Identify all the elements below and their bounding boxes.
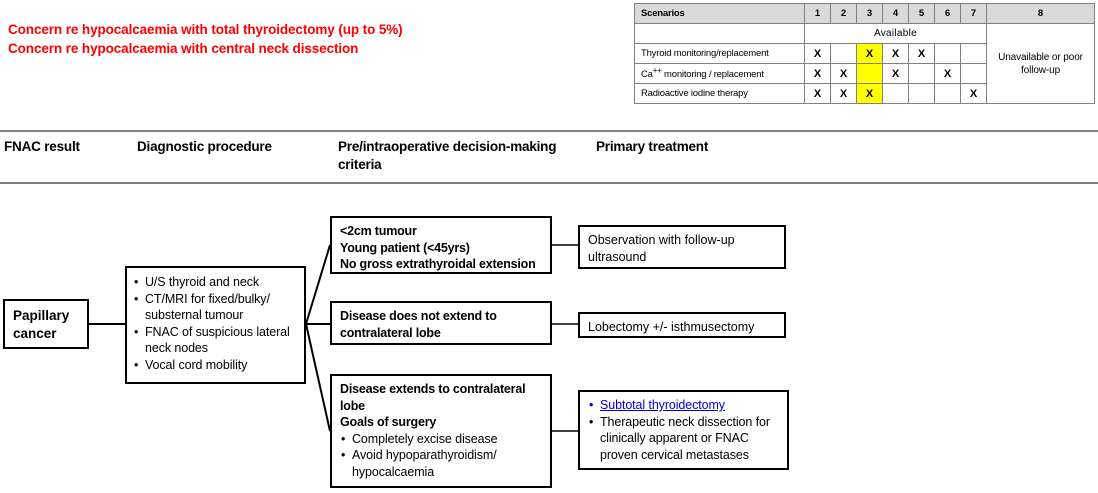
column-header-2: 2 — [830, 3, 857, 24]
criteria-3-line-1: Disease extends to contralateral lobe — [340, 382, 526, 413]
box-treatment-subtotal-thyroidectomy: Subtotal thyroidectomy Therapeutic neck … — [578, 390, 789, 470]
cell-r1c1: X — [804, 43, 831, 64]
cell-r3c5 — [908, 83, 935, 104]
column-header-6: 6 — [934, 3, 961, 24]
cell-r1c6 — [934, 43, 961, 64]
list-item: Therapeutic neck dissection for clinical… — [588, 414, 780, 464]
row-label-ca-text: Ca — [641, 69, 653, 81]
cell-r2c2: X — [830, 63, 857, 84]
box-papillary-cancer: Papillary cancer — [3, 299, 89, 349]
subtotal-thyroidectomy-link[interactable]: Subtotal thyroidectomy — [600, 398, 725, 412]
list-item-subtotal-thyroidectomy[interactable]: Subtotal thyroidectomy — [588, 397, 780, 414]
column-header-8: 8 — [986, 3, 1095, 24]
treatment-2-text: Lobectomy +/- isthmusectomy — [588, 320, 755, 334]
table-row: Thyroid monitoring/replacement X X X X — [634, 43, 1095, 64]
warning-line-2: Concern re hypocalcaemia with central ne… — [8, 41, 359, 56]
connector-diagnostic-to-criteria-1 — [305, 244, 331, 325]
cell-r2c4: X — [882, 63, 909, 84]
cell-r1c4: X — [882, 43, 909, 64]
criteria-3-goals-heading: Goals of surgery — [340, 415, 437, 429]
connector-diagnostic-to-criteria-3 — [305, 323, 331, 432]
table-row: Radioactive iodine therapy X X X X — [634, 83, 1095, 104]
warning-line-1: Concern re hypocalcaemia with total thyr… — [8, 22, 403, 37]
availability-blank-cell — [634, 23, 805, 44]
list-item: Avoid hypoparathyroidism/ hypocalcaemia — [340, 447, 543, 480]
criteria-1-line-1: <2cm tumour — [340, 224, 417, 238]
goals-of-surgery-list: Completely excise disease Avoid hypopara… — [340, 431, 543, 481]
box-criteria-contralateral-extension: Disease extends to contralateral lobe Go… — [330, 374, 552, 488]
cell-r2c5 — [908, 63, 935, 84]
column-heading-fnac-result: FNAC result — [4, 139, 80, 154]
cell-r1c3: X — [856, 43, 883, 64]
column-header-4: 4 — [882, 3, 909, 24]
criteria-1-line-3: No gross extrathyroidal extension — [340, 257, 536, 271]
column-header-5: 5 — [908, 3, 935, 24]
list-item: CT/MRI for fixed/bulky/ substernal tumou… — [133, 291, 300, 324]
hypocalcaemia-warning-notes: Concern re hypocalcaemia with total thyr… — [8, 20, 403, 58]
scenarios-corner-label: Scenarios — [634, 3, 805, 24]
cell-r1c2 — [830, 43, 857, 64]
row-label-ca-tail: monitoring / replacement — [661, 69, 764, 81]
box-treatment-observation: Observation with follow-up ultrasound — [578, 225, 786, 269]
cell-r3c3: X — [856, 83, 883, 104]
box-treatment-lobectomy: Lobectomy +/- isthmusectomy — [578, 312, 786, 338]
criteria-1-line-2: Young patient (<45yrs) — [340, 240, 470, 255]
cell-r3c4 — [882, 83, 909, 104]
cell-r3c2: X — [830, 83, 857, 104]
row-label-ca-monitoring: Ca++ monitoring / replacement — [634, 63, 805, 84]
cell-r1c7 — [960, 43, 987, 64]
cell-r2c1: X — [804, 63, 831, 84]
column-heading-diagnostic-procedure: Diagnostic procedure — [137, 139, 272, 154]
diagnostic-procedure-list: U/S thyroid and neck CT/MRI for fixed/bu… — [133, 274, 300, 373]
list-item: Completely excise disease — [340, 431, 543, 448]
criteria-2-line-1: Disease does not extend to contralateral… — [340, 309, 497, 340]
column-header-7: 7 — [960, 3, 987, 24]
column-header-3: 3 — [856, 3, 883, 24]
column-heading-primary-treatment: Primary treatment — [596, 139, 709, 154]
papillary-line-1: Papillary — [13, 308, 70, 323]
availability-row: Available Unavailable or poor follow-up — [634, 23, 1095, 104]
table-header-row: Scenarios 1 2 3 4 5 6 7 8 — [634, 3, 1095, 24]
scenarios-table: Scenarios 1 2 3 4 5 6 7 8 Available Unav… — [634, 3, 1095, 104]
list-item: Vocal cord mobility — [133, 357, 300, 374]
list-item: U/S thyroid and neck — [133, 274, 300, 291]
column-heading-decision-criteria: Pre/intraoperative decision-making crite… — [338, 139, 557, 172]
unavailable-label: Unavailable or poor follow-up — [986, 23, 1095, 104]
header-divider-bottom — [0, 182, 1098, 184]
column-header-1: 1 — [804, 3, 831, 24]
cell-r3c7: X — [960, 83, 987, 104]
box-criteria-no-contralateral-extension: Disease does not extend to contralateral… — [330, 301, 552, 345]
row-label-radioactive-iodine: Radioactive iodine therapy — [634, 83, 805, 104]
treatment-1-text: Observation with follow-up ultrasound — [588, 233, 735, 264]
available-label: Available — [804, 23, 987, 44]
table-row: Ca++ monitoring / replacement X X X X — [634, 63, 1095, 84]
box-diagnostic-procedure: U/S thyroid and neck CT/MRI for fixed/bu… — [125, 266, 306, 384]
treatment-3-list: Subtotal thyroidectomy Therapeutic neck … — [588, 397, 780, 463]
cell-r1c5: X — [908, 43, 935, 64]
cell-r3c6 — [934, 83, 961, 104]
papillary-line-2: cancer — [13, 326, 57, 341]
cell-r2c3 — [856, 63, 883, 84]
row-label-ca-superscript: ++ — [652, 66, 662, 76]
list-item: FNAC of suspicious lateral neck nodes — [133, 324, 300, 357]
row-label-thyroid-monitoring: Thyroid monitoring/replacement — [634, 43, 805, 64]
cell-r2c6: X — [934, 63, 961, 84]
header-divider-top — [0, 130, 1098, 132]
cell-r2c7 — [960, 63, 987, 84]
box-criteria-small-tumour: <2cm tumour Young patient (<45yrs) No gr… — [330, 216, 552, 274]
cell-r3c1: X — [804, 83, 831, 104]
